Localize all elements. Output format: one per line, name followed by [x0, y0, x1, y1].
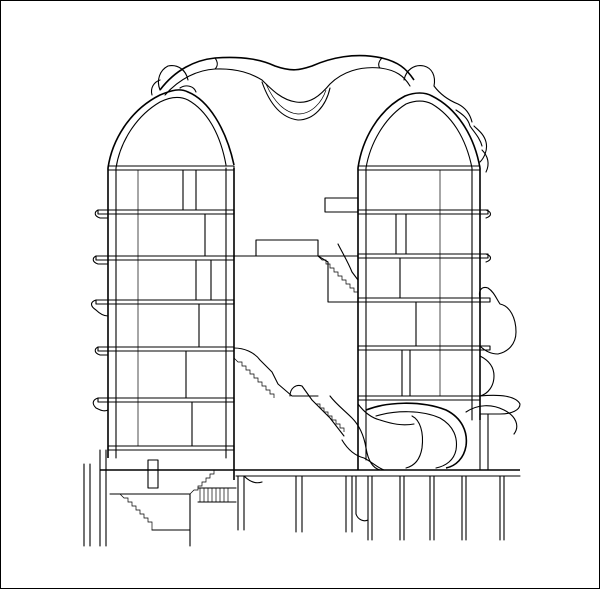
left-dome — [107, 65, 235, 169]
central-courtyard — [233, 197, 518, 471]
basement-grating — [197, 487, 237, 503]
roof-crown — [159, 54, 415, 121]
right-tower — [357, 165, 521, 470]
left-tower — [90, 165, 235, 480]
ground-and-basement — [83, 449, 521, 547]
right-dome — [357, 65, 489, 173]
